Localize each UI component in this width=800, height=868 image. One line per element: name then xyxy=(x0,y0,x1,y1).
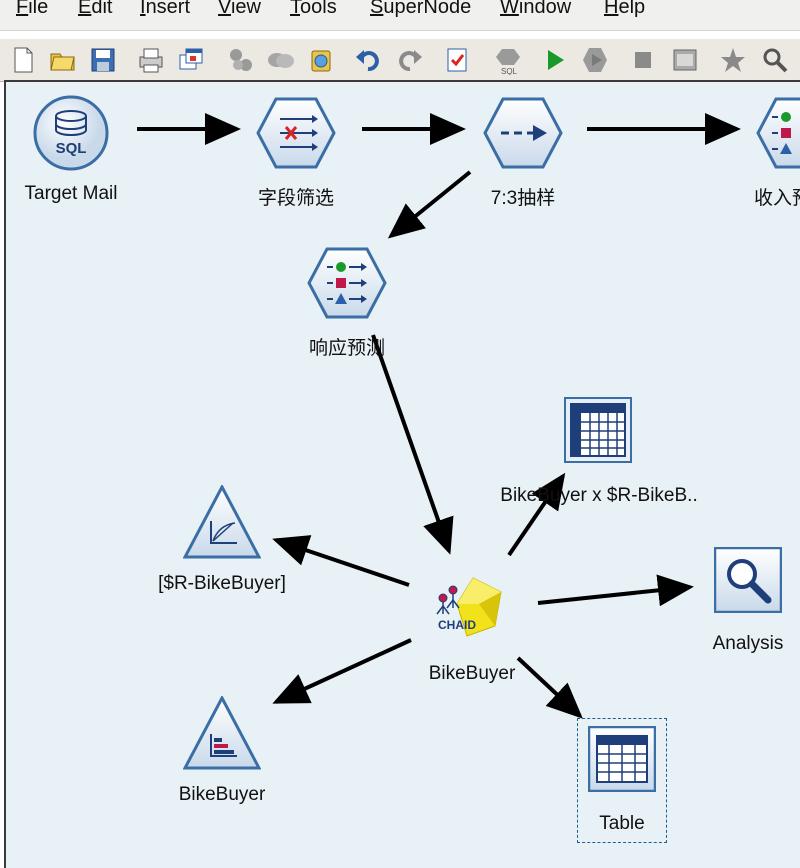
menu-tools[interactable]: Tools xyxy=(290,0,337,18)
copy-window-icon[interactable] xyxy=(176,45,206,75)
table-icon xyxy=(587,725,657,793)
node-label-matrix: BikeBuyer x $R-BikeB.. xyxy=(500,485,698,506)
link-model-analysis xyxy=(537,574,694,607)
svg-text:SQL: SQL xyxy=(56,140,87,157)
menu-file[interactable]: File xyxy=(16,0,49,18)
stream-links xyxy=(137,113,741,719)
node-bikebuyer-model[interactable]: CHAID xyxy=(429,574,509,644)
svg-text:CHAID: CHAID xyxy=(438,618,476,632)
node-label-table: Table xyxy=(599,813,645,834)
node-label-response: 响应预测 xyxy=(308,338,385,359)
redo-icon[interactable] xyxy=(394,45,424,75)
type-icon xyxy=(756,97,800,169)
svg-text:SQL: SQL xyxy=(501,67,518,75)
open-folder-icon[interactable] xyxy=(48,45,78,75)
node-label-target-mail: Target Mail xyxy=(24,183,118,204)
node-label-analysis: Analysis xyxy=(712,633,784,654)
clipboard-icon[interactable] xyxy=(306,45,336,75)
node-label-income: 收入预 xyxy=(754,188,800,209)
link-model-dist xyxy=(272,638,412,704)
stop-icon[interactable] xyxy=(628,45,658,75)
node-r-bikebuyer[interactable] xyxy=(182,483,262,559)
link-model-matrix xyxy=(507,472,566,557)
star-icon[interactable] xyxy=(718,45,748,75)
filter-icon xyxy=(256,97,336,169)
menu-supernode[interactable]: SuperNode xyxy=(370,0,472,18)
magnifier-icon xyxy=(713,546,783,614)
node-target-mail[interactable]: SQL xyxy=(32,94,112,174)
new-file-icon[interactable] xyxy=(8,45,38,75)
type-icon xyxy=(307,247,387,319)
run-selection-icon[interactable] xyxy=(580,45,610,75)
node-label-bikebuyer-model: BikeBuyer xyxy=(428,663,516,684)
evaluation-icon xyxy=(182,483,262,559)
matrix-icon xyxy=(564,397,632,463)
menu-help[interactable]: Help xyxy=(604,0,646,18)
check-icon[interactable] xyxy=(442,45,472,75)
selection-outline xyxy=(577,718,667,843)
sql-icon[interactable]: SQL xyxy=(494,45,524,75)
cut-icon[interactable] xyxy=(226,45,256,75)
zoom-icon[interactable] xyxy=(760,45,790,75)
menu-bar: File Edit Insert View Tools SuperNode Wi… xyxy=(0,0,800,31)
node-matrix[interactable] xyxy=(564,397,632,463)
run-icon[interactable] xyxy=(540,45,570,75)
node-analysis[interactable] xyxy=(713,546,783,614)
node-label-r-bikebuyer: [$R-BikeBuyer] xyxy=(158,573,286,594)
undo-icon[interactable] xyxy=(354,45,384,75)
paste-icon[interactable] xyxy=(266,45,296,75)
save-icon[interactable] xyxy=(88,45,118,75)
sample-icon xyxy=(483,97,563,169)
link-model-rbikebuyer xyxy=(272,535,410,587)
menu-edit[interactable]: Edit xyxy=(78,0,113,18)
database-sql-icon: SQL xyxy=(33,95,109,171)
palette-icon[interactable] xyxy=(670,45,700,75)
node-response[interactable] xyxy=(307,247,387,319)
toolbar: SQL xyxy=(0,38,800,82)
node-bikebuyer-dist[interactable] xyxy=(182,694,262,770)
menu-view[interactable]: View xyxy=(218,0,261,18)
node-field-filter[interactable] xyxy=(256,97,336,169)
chaid-model-icon: CHAID xyxy=(436,577,502,637)
node-label-sample: 7:3抽样 xyxy=(490,188,556,209)
menu-window[interactable]: Window xyxy=(500,0,572,18)
stream-canvas[interactable]: SQL Target Mail 字段筛选 7:3抽样 xyxy=(4,80,800,868)
node-sample[interactable] xyxy=(483,97,563,169)
menu-insert[interactable]: Insert xyxy=(140,0,191,18)
distribution-icon xyxy=(182,694,262,770)
link-model-table xyxy=(516,656,583,719)
node-label-bikebuyer-dist: BikeBuyer xyxy=(178,784,266,805)
print-icon[interactable] xyxy=(136,45,166,75)
node-label-field-filter: 字段筛选 xyxy=(257,188,334,209)
link-sample-response xyxy=(387,170,472,239)
link-response-model xyxy=(371,334,454,555)
node-table[interactable] xyxy=(587,725,657,793)
node-income[interactable] xyxy=(756,97,800,169)
